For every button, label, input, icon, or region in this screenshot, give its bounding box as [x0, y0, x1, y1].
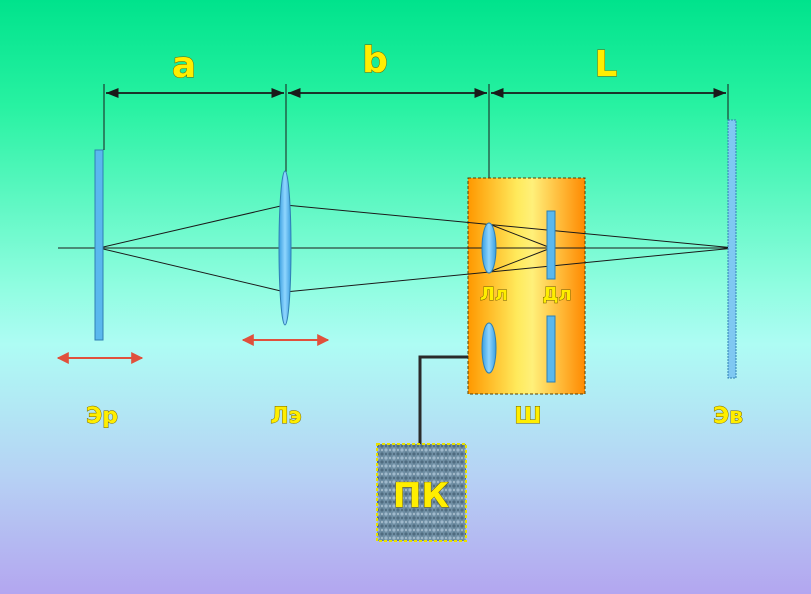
output-screen: [727, 119, 737, 379]
housing-label: Ш: [514, 404, 541, 429]
source-screen: [94, 149, 104, 341]
ray-upper-to-output: [284, 204, 736, 249]
ray-lower-to-output: [284, 247, 736, 293]
lower-lens: [481, 322, 497, 374]
diaphragm-upper: [546, 210, 556, 280]
ray-small-lens-upper: [488, 223, 552, 249]
dimension-L-label: L: [595, 44, 618, 85]
dimension-b-label: b: [362, 40, 388, 81]
ray-source-upper: [98, 204, 286, 249]
pc-box: [376, 443, 467, 542]
small-lens-label: Лл: [480, 284, 508, 305]
main-lens-label: Лэ: [270, 404, 301, 429]
ray-small-lens-lower: [488, 247, 552, 273]
source-screen-label: Эр: [86, 404, 118, 429]
pc-label: ПК: [393, 476, 449, 516]
small-lens: [481, 222, 497, 274]
output-screen-label: Эв: [713, 404, 743, 429]
dimension-a-label: a: [172, 45, 196, 86]
ray-source-lower: [98, 247, 286, 293]
diaphragm-lower: [546, 315, 556, 383]
diaphragm-label: Дл: [542, 284, 571, 305]
pc-cable: [418, 355, 468, 444]
main-lens: [278, 170, 292, 326]
